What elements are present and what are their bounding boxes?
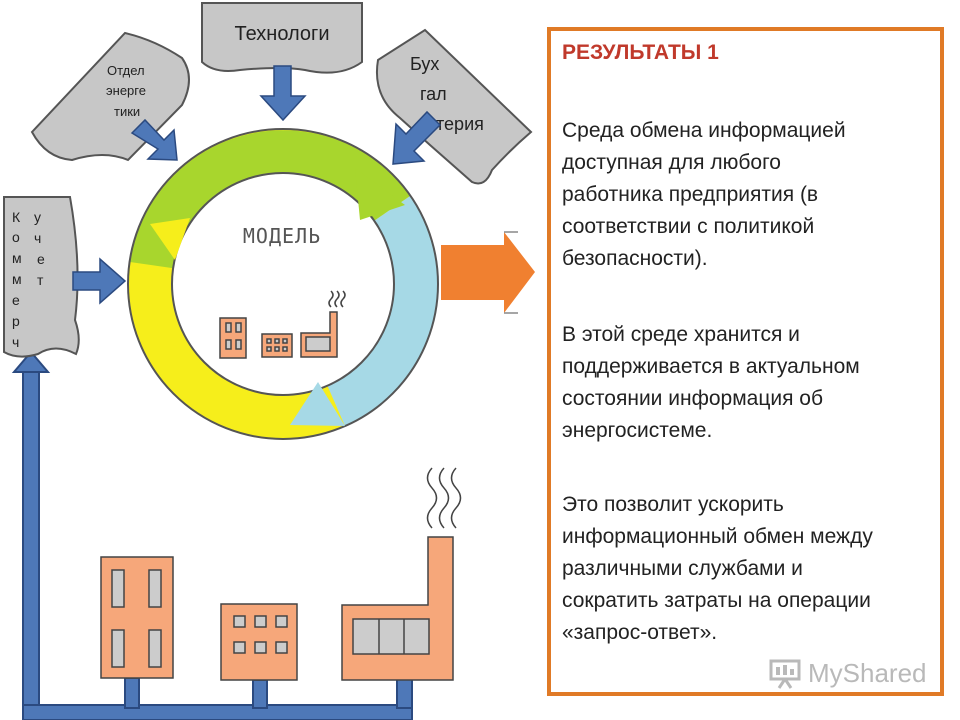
watermark-text: MyShared <box>808 657 927 688</box>
commercial-accounting-label: у ч е т <box>34 209 49 288</box>
para-2-line: поддерживается в актуальном <box>562 355 860 378</box>
results-paragraph-2: В этой среде хранится и поддерживается в… <box>562 319 932 447</box>
large-buildings-icon <box>100 467 462 681</box>
model-label: МОДЕЛЬ <box>243 224 321 248</box>
energy-dept-label: Отдел энерге тики <box>106 63 150 119</box>
accounting-box <box>376 28 533 185</box>
para-3-line: Это позволит ускорить <box>562 493 784 516</box>
green-arrow-tip <box>355 168 405 220</box>
input-arrows <box>72 65 442 305</box>
para-1-line: Среда обмена информацией <box>562 119 846 142</box>
output-arrow <box>441 232 535 313</box>
model-ring <box>127 128 439 440</box>
arrow-from-technologists <box>259 65 307 122</box>
arrow-from-accounting <box>392 110 442 165</box>
para-3-line: различными службами и <box>562 557 803 580</box>
para-1-line: работника предприятия (в <box>562 183 819 206</box>
accounting-label: Бух гал терия <box>410 54 484 134</box>
presentation-icon <box>769 659 801 689</box>
para-1-line: безопасности). <box>562 247 708 270</box>
para-3-line: «запрос-ответ». <box>562 621 718 644</box>
para-1-line: соответствии с политикой <box>562 215 815 238</box>
commercial-label: К о м м е р ч <box>12 209 26 350</box>
results-paragraph-3: Это позволит ускорить информационный обм… <box>562 489 932 649</box>
para-2-line: состоянии информация об <box>562 387 823 410</box>
results-paragraph-1: Среда обмена информацией доступная для л… <box>562 115 932 275</box>
watermark: MyShared <box>768 655 927 691</box>
technologists-label: Технологи <box>235 23 330 45</box>
para-1-line: доступная для любого <box>562 151 781 174</box>
results-panel: РЕЗУЛЬТАТЫ 1 Среда обмена информацией до… <box>547 27 944 696</box>
arrow-from-commercial <box>72 257 127 305</box>
commercial-box <box>3 196 80 358</box>
feedback-pipe <box>11 350 413 720</box>
para-3-line: информационный обмен между <box>562 525 873 548</box>
results-title: РЕЗУЛЬТАТЫ 1 <box>562 41 719 64</box>
para-2-line: энергосистеме. <box>562 419 713 442</box>
small-buildings-icon <box>219 290 346 359</box>
arrow-from-energy-dept <box>130 118 178 161</box>
para-3-line: сократить затраты на операции <box>562 589 871 612</box>
blue-arrow-tip <box>290 382 345 426</box>
yellow-arrow-tip <box>150 218 190 260</box>
para-2-line: В этой среде хранится и <box>562 323 800 346</box>
